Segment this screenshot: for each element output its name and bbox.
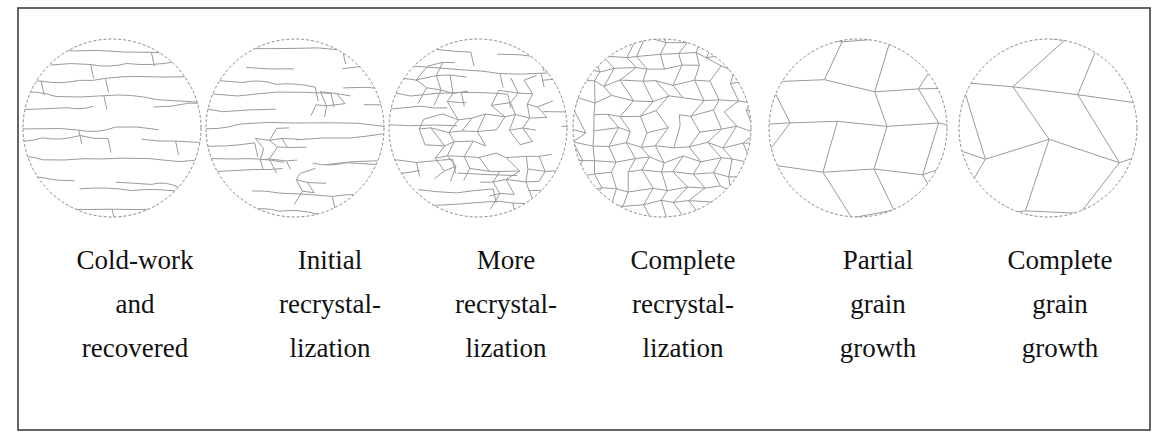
micrograph-circle — [206, 39, 384, 217]
new-grains — [255, 92, 350, 205]
frame-border — [18, 8, 1150, 430]
elongated-grains — [196, 45, 443, 233]
elongated-grains — [13, 47, 263, 227]
grain-structure — [552, 20, 788, 238]
stage-label: Partialgraingrowth — [840, 238, 917, 370]
fine-grains — [552, 20, 788, 238]
grain-structure — [885, 0, 1162, 327]
stage-label: Completegraingrowth — [1008, 238, 1113, 370]
stage-label: Initialrecrystal-lization — [279, 238, 381, 370]
stage-label: Morerecrystal-lization — [455, 238, 557, 370]
stage-label: Completerecrystal-lization — [631, 238, 736, 370]
new-grains — [416, 62, 558, 209]
grain-structure — [13, 47, 263, 227]
grain-structure — [196, 45, 443, 233]
grown-grains — [885, 0, 1162, 327]
stage-label: Cold-workandrecovered — [77, 238, 194, 370]
micrograph-circle — [573, 39, 751, 217]
micrograph-circle — [959, 39, 1137, 217]
micrograph-circle — [769, 39, 947, 217]
micrograph-circle — [23, 39, 201, 217]
micrograph-circle — [389, 39, 567, 217]
